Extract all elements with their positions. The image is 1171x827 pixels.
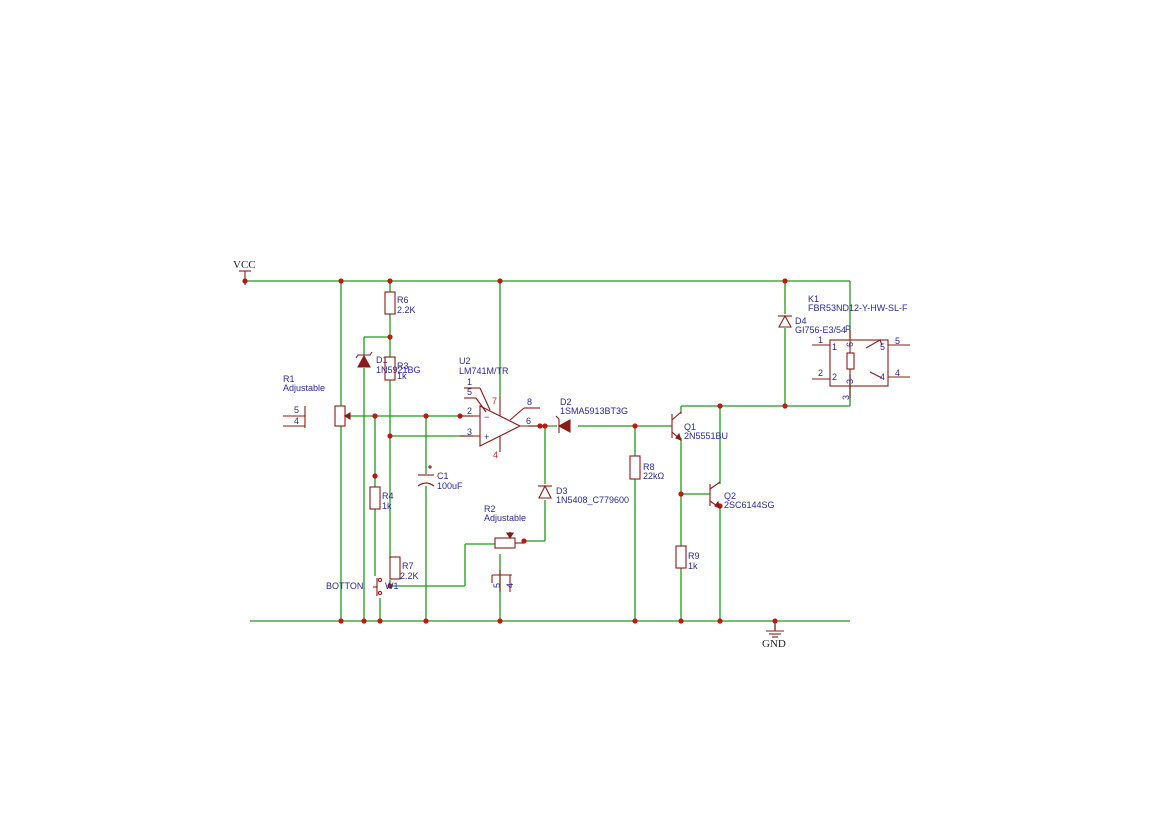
r4-resistor: R4 1k [369, 486, 394, 511]
r8-ref: R8 [643, 462, 655, 472]
k1-pin-1: 1 [818, 335, 823, 345]
d4-value: GI756-E3/54 [795, 325, 846, 335]
r3-ref: R3 [397, 361, 409, 371]
d3-ref: D3 [556, 486, 568, 496]
k1-inner-pin-1: 1 [832, 342, 837, 352]
u2-pin-2: 2 [467, 406, 472, 416]
k1-pin-5: 5 [895, 336, 900, 346]
d1-ref: D1 [376, 355, 388, 365]
d2-value: 1SMA5913BT3G [560, 406, 628, 416]
vcc-label: VCC [233, 259, 256, 271]
r4-ref: R4 [382, 491, 394, 501]
u2-value: LM741M/TR [459, 366, 509, 376]
q1-ref: Q1 [684, 422, 696, 432]
r2-pin-4: 4 [505, 583, 515, 588]
r6-value: 2.2K [397, 305, 416, 315]
junctions [242, 278, 788, 624]
k1-pin-p: P [845, 324, 851, 334]
r3-resistor: R3 1k [384, 356, 409, 381]
q1-value: 2N5551BU [684, 431, 728, 441]
c1-value: 100uF [437, 481, 463, 491]
d2-ref: D2 [560, 397, 572, 407]
r7-value: 2.2K [400, 571, 419, 581]
w1-value: BOTTON [326, 581, 363, 591]
d2-diode: D2 1SMA5913BT3G [555, 397, 628, 433]
q2-ref: Q2 [724, 491, 736, 501]
r2-potentiometer: 5 4 R2 Adjustable [484, 504, 526, 592]
r1-ref: R1 [283, 374, 295, 384]
r2-pin-5: 5 [492, 583, 502, 588]
u2-pin-1: 1 [467, 377, 472, 387]
u2-pin-6: 6 [526, 416, 531, 426]
u2-pin-3: 3 [467, 427, 472, 437]
d3-value: 1N5408_C779600 [556, 495, 629, 505]
c1-ref: C1 [437, 471, 449, 481]
r4-value: 1k [382, 501, 392, 511]
r9-resistor: R9 1k [675, 545, 700, 571]
q2-value: 2SC6144SG [724, 500, 775, 510]
u2-opamp: − + 1 5 2 3 6 7 8 4 U2 LM741M/TR [459, 356, 540, 460]
d1-value: 1N5921BG [376, 365, 421, 375]
k1-pin-2: 2 [818, 368, 823, 378]
w1-push-button: W1 BOTTON [326, 577, 399, 596]
u2-pin-7: 7 [492, 396, 497, 406]
r1-potentiometer: 5 4 R1 Adjustable [283, 374, 351, 428]
r3-value: 1k [397, 371, 407, 381]
q2-transistor: Q2 2SC6144SG [709, 481, 775, 510]
k1-inner-pin-5: 5 [880, 342, 885, 352]
r2-ref: R2 [484, 504, 496, 514]
q1-transistor: Q1 2N5551BU [671, 411, 728, 441]
r7-resistor: R7 2.2K [389, 556, 419, 581]
u2-ref: U2 [459, 356, 471, 366]
u2-pin-5: 5 [467, 387, 472, 397]
w1-ref: W1 [385, 581, 399, 591]
d3-diode: D3 1N5408_C779600 [538, 484, 629, 505]
r6-ref: R6 [397, 295, 409, 305]
r8-value: 22kΩ [643, 471, 665, 481]
c1-capacitor: C1 100uF [417, 465, 463, 491]
k1-inner-pin-2: 2 [832, 372, 837, 382]
d1-zener-diode: D1 1N5921BG [355, 351, 421, 375]
k1-pin-3: 3 [845, 379, 855, 384]
k1-pin-6: 6 [845, 342, 855, 347]
k1-pin-4: 4 [895, 368, 900, 378]
u2-pin-8: 8 [527, 397, 532, 407]
k1-value: FBR53ND12-Y-HW-SL-F [808, 303, 908, 313]
r9-value: 1k [688, 561, 698, 571]
svg-text:−: − [484, 412, 489, 422]
k1-relay: 1 2 5 4 6 3 P 1 2 5 4 3 K1 FBR53ND12-Y-H… [808, 294, 910, 400]
r1-pin-5: 5 [294, 405, 299, 415]
vcc-symbol: VCC [233, 259, 256, 285]
gnd-label: GND [762, 638, 786, 650]
d4-ref: D4 [795, 316, 807, 326]
u2-pin-4: 4 [493, 450, 498, 460]
svg-text:3: 3 [841, 395, 851, 400]
r1-pin-4: 4 [294, 416, 299, 426]
r6-resistor: R6 2.2K [384, 291, 416, 315]
d4-diode: D4 GI756-E3/54 [778, 314, 846, 335]
r9-ref: R9 [688, 551, 700, 561]
gnd-symbol: GND [762, 624, 786, 650]
wires [245, 280, 851, 630]
k1-inner-pin-4: 4 [880, 372, 885, 382]
r1-value: Adjustable [283, 383, 325, 393]
k1-ref: K1 [808, 294, 819, 304]
r7-ref: R7 [402, 561, 414, 571]
svg-text:+: + [484, 432, 489, 442]
r8-resistor: R8 22kΩ [629, 455, 665, 481]
r2-value: Adjustable [484, 513, 526, 523]
